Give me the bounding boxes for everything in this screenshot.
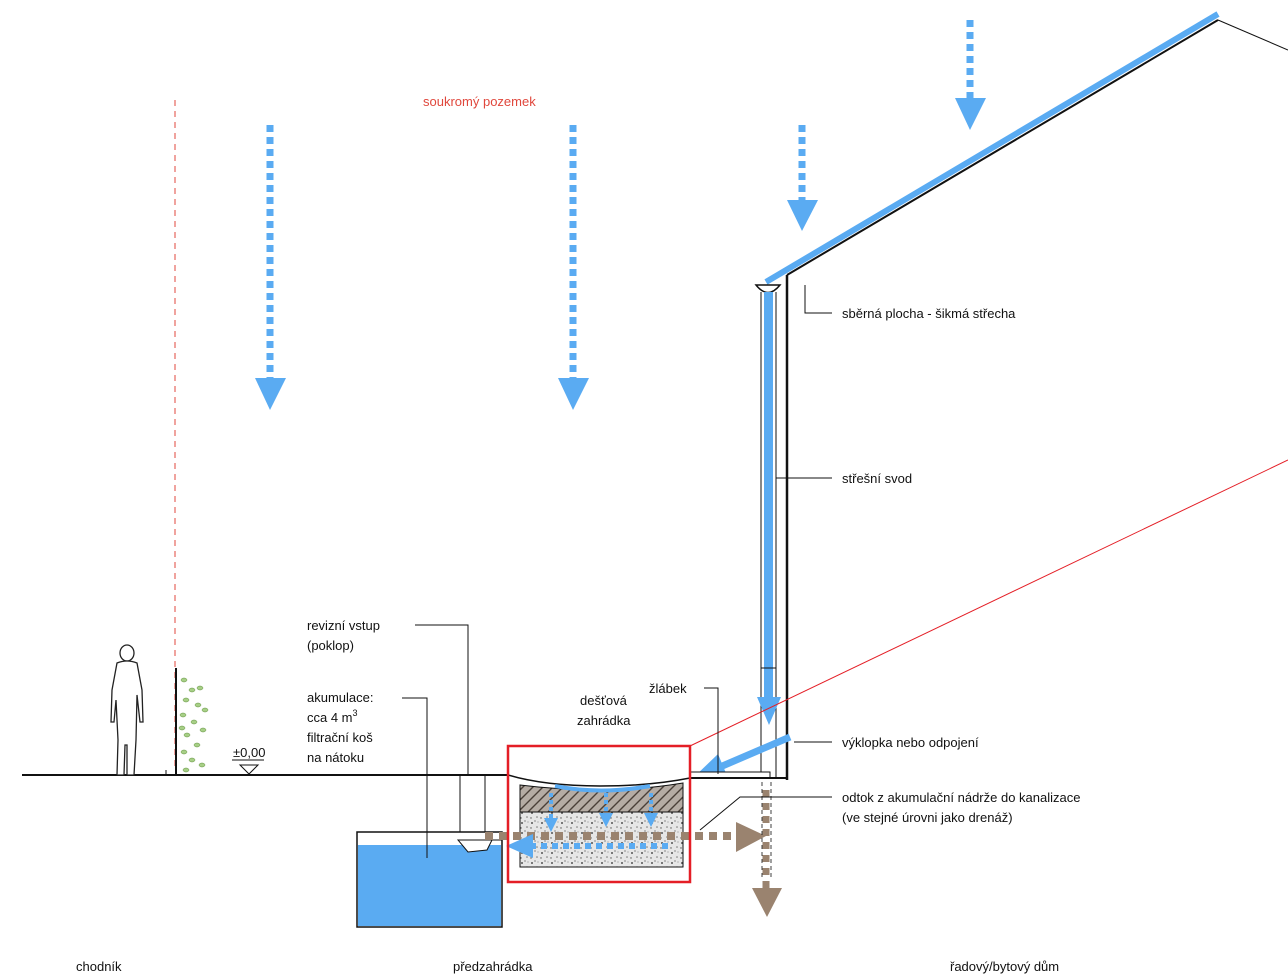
rain-garden-label-2: zahrádka	[577, 713, 631, 728]
rain-garden-bed	[519, 782, 684, 868]
detail-frame	[506, 744, 692, 884]
accumulation-volume: cca 4 m	[307, 710, 353, 725]
inspection-label-1: revizní vstup	[307, 618, 380, 633]
rain-arrow-2	[558, 125, 589, 410]
accumulation-tank	[356, 831, 503, 928]
house-label: řadový/bytový dům	[950, 959, 1059, 974]
sidewalk-label: chodník	[76, 959, 122, 974]
leader-lines	[402, 285, 832, 858]
gutter-label: žlábek	[649, 681, 687, 696]
outflow-label-1: odtok z akumulační nádrže do kanalizace	[842, 790, 1080, 805]
roof-line	[786, 19, 1219, 276]
accumulation-label-3: filtrační koš	[307, 730, 373, 745]
rain-arrow-3	[787, 125, 818, 231]
person-figure	[110, 644, 144, 776]
roof-ridge	[1217, 19, 1288, 51]
inspection-label-2: (poklop)	[307, 638, 354, 653]
infiltration-arrows	[506, 793, 672, 858]
outflow-label-2: (ve stejné úrovni jako drenáž)	[842, 810, 1013, 825]
fence	[165, 668, 177, 776]
garden-depression	[507, 774, 691, 787]
diverter-label: výklopka nebo odpojení	[842, 735, 979, 750]
inspection-shaft	[459, 776, 486, 832]
level-marker	[232, 759, 264, 775]
drainage-pipe	[485, 782, 782, 917]
downpipe	[757, 292, 781, 778]
accumulation-label-4: na nátoku	[307, 750, 364, 765]
roof-blue	[764, 11, 1220, 285]
level-label: ±0,00	[233, 745, 265, 760]
detail-connector	[689, 459, 1288, 747]
roof-gutter	[754, 284, 782, 294]
climbing-plant	[178, 677, 209, 773]
accumulation-label-1: akumulace:	[307, 690, 373, 705]
rain-arrow-1	[255, 125, 286, 410]
downpipe-label: střešní svod	[842, 471, 912, 486]
accumulation-volume-exponent: 3	[353, 708, 358, 718]
accumulation-label-2: cca 4 m3	[307, 708, 358, 725]
front-garden-label: předzahrádka	[453, 959, 533, 974]
collection-area-label: sběrná plocha - šikmá střecha	[842, 306, 1016, 321]
rain-arrow-4	[955, 20, 986, 130]
private-land-label: soukromý pozemek	[423, 94, 536, 109]
rain-garden-label-1: dešťová	[580, 693, 628, 708]
